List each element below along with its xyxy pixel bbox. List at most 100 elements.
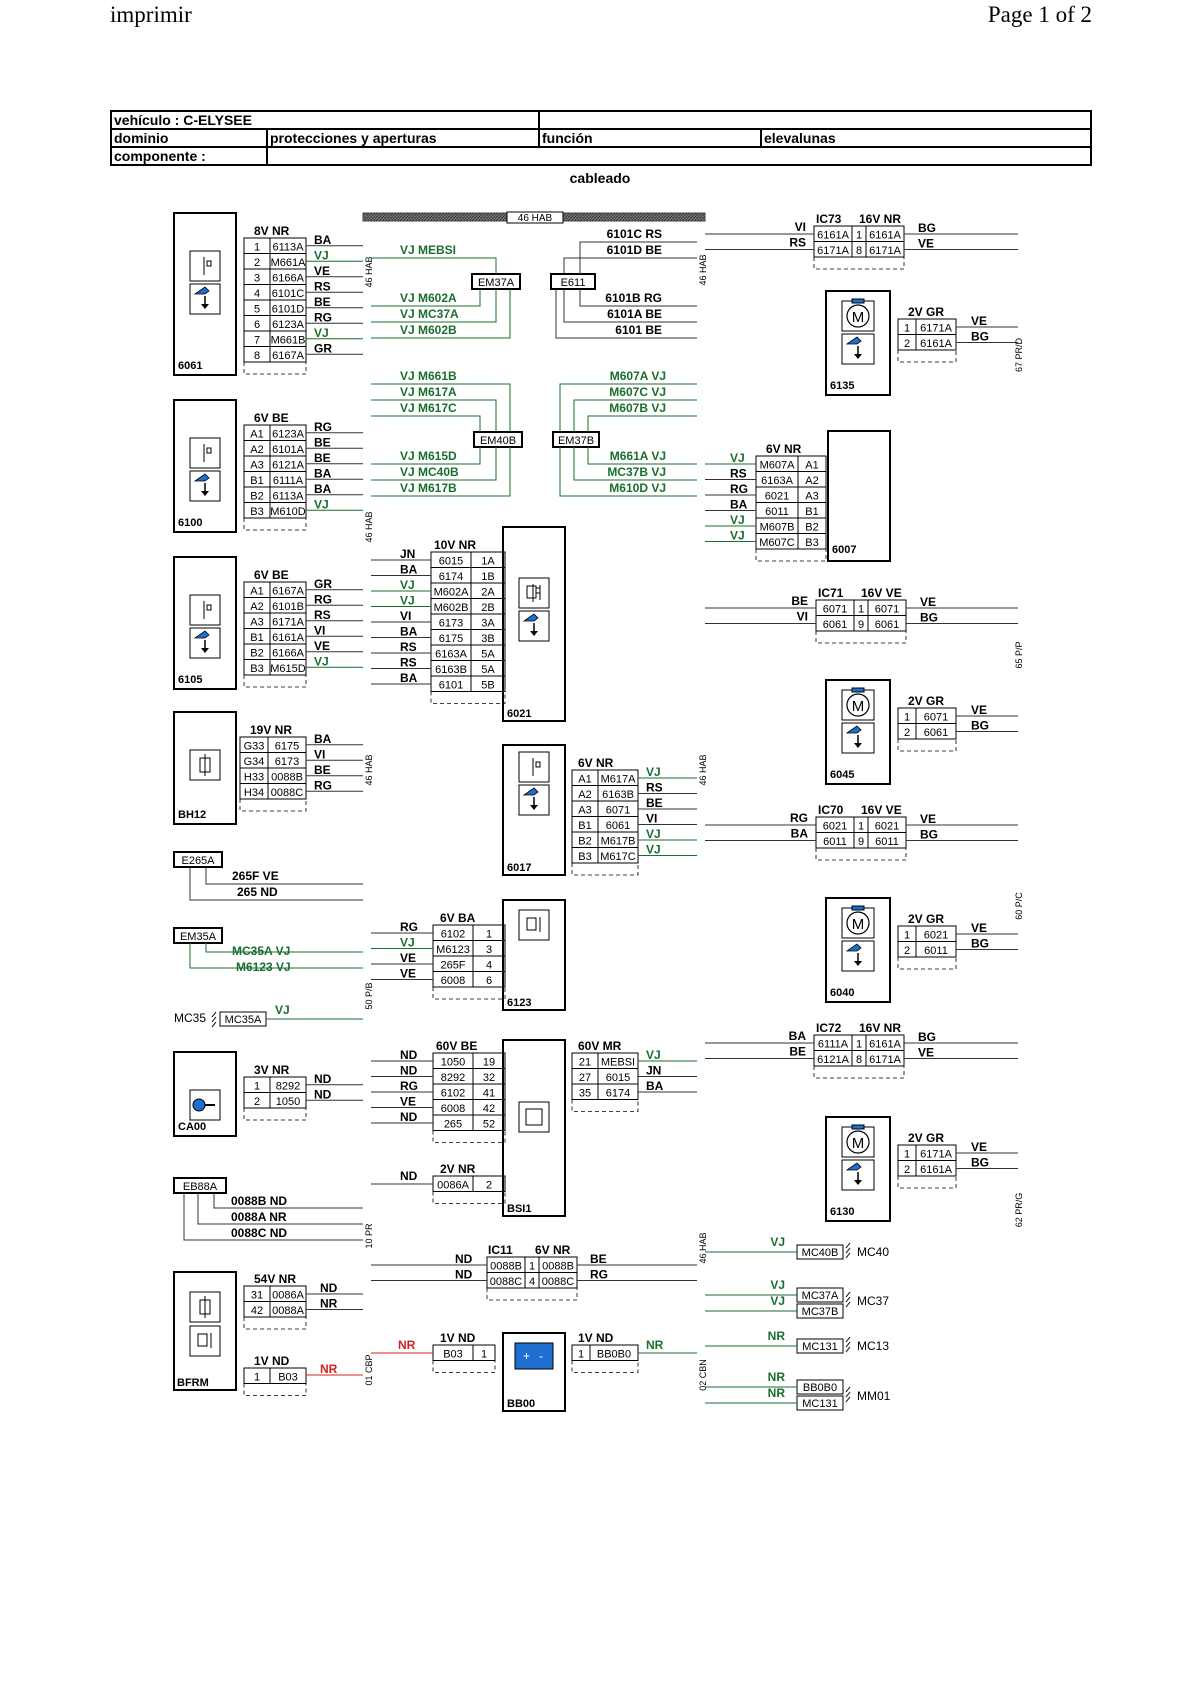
- pin-text: 8: [254, 350, 260, 362]
- battery-body: [514, 1342, 554, 1370]
- motor-circle: [846, 693, 870, 717]
- wire: [573, 447, 697, 481]
- connector-header: 16V NR: [859, 212, 901, 226]
- pin-text: 6166A: [272, 273, 304, 285]
- wire-color-label: RG: [730, 482, 748, 496]
- wire-color-label: RG: [790, 811, 808, 825]
- pin-text: 8: [856, 245, 862, 257]
- motor-circle: [846, 1130, 870, 1154]
- window-glass-icon: [522, 613, 539, 622]
- pin-text: 1: [254, 1372, 260, 1384]
- splice-label: E265A: [181, 855, 215, 867]
- wire: [213, 1193, 363, 1209]
- pin-text: 6163B: [602, 789, 634, 801]
- function-label: función: [538, 128, 762, 148]
- pin-text: 6071: [924, 712, 948, 724]
- wire-color-label: VE: [920, 595, 936, 609]
- wire-label: 265 ND: [237, 885, 278, 899]
- component-6123: [502, 899, 566, 1011]
- pin-text: B3: [250, 663, 263, 675]
- motor-circle: [846, 304, 870, 328]
- pin-text: 0086A: [272, 1290, 304, 1302]
- bus-label: 62 PR/G: [1014, 1193, 1024, 1228]
- bus-label: 65 P/P: [1014, 641, 1024, 668]
- pin-text: 1: [254, 1081, 260, 1093]
- wire-color-label: VI: [795, 220, 806, 234]
- bus-gap: [1016, 880, 1028, 940]
- pin-text: 4: [254, 288, 260, 300]
- connector-header: 16V NR: [859, 1021, 901, 1035]
- arrow-down-icon: [854, 743, 862, 748]
- window-glass-icon: [845, 943, 862, 952]
- battery-plus: +: [523, 1349, 530, 1363]
- ic-id: IC71: [818, 586, 844, 600]
- pin-text: 6173: [275, 756, 299, 768]
- wire-color-label: VI: [314, 747, 325, 761]
- pin-text: MEBSI: [601, 1057, 635, 1069]
- wire-color-label: GR: [314, 577, 332, 591]
- connector-header: 10V NR: [434, 538, 476, 552]
- component-value: [266, 146, 1092, 166]
- wire-color-label: BG: [971, 1156, 989, 1170]
- connector-dash: [432, 1360, 496, 1373]
- pin-text: 6021: [924, 930, 948, 942]
- component-6135: [825, 290, 891, 396]
- wire-color-label: ND: [320, 1281, 338, 1295]
- splice-label: EM37B: [558, 435, 594, 447]
- ground-hatch: [845, 1336, 851, 1353]
- switch-knob: [206, 260, 212, 267]
- bus-label: 10 PR: [364, 1223, 374, 1249]
- pin-text: 6061: [606, 820, 630, 832]
- pin-text: 6121A: [272, 460, 304, 472]
- pin-text: 0088C: [271, 787, 303, 799]
- wire-color-label: VE: [400, 951, 416, 965]
- pin-text: 6171A: [920, 323, 952, 335]
- pin-text: B03: [278, 1372, 298, 1384]
- wire-color-label: VE: [400, 1095, 416, 1109]
- pin-text: 1: [529, 1261, 535, 1273]
- component-BB00: [502, 1332, 566, 1412]
- pin-text: 0088C: [542, 1276, 574, 1288]
- pin-text: 1: [858, 821, 864, 833]
- wire-color-label: VJ: [770, 1235, 785, 1249]
- component-6007: [827, 430, 891, 562]
- connector-header: 6V NR: [578, 756, 614, 770]
- window-glass-icon: [845, 725, 862, 734]
- wire-color-label: RS: [314, 279, 331, 293]
- splice-label: E611: [561, 277, 586, 289]
- wire-color-label: NR: [320, 1297, 338, 1311]
- arrow-down-icon: [854, 354, 862, 359]
- wire-color-label: RS: [730, 467, 747, 481]
- connector-dash: [243, 1108, 307, 1121]
- bus-label: 50 P/B: [364, 982, 374, 1009]
- pin-text: M607B: [760, 522, 795, 534]
- connector-dash: [571, 1360, 639, 1373]
- motor-window: [841, 940, 875, 972]
- pin-text: 6021: [765, 491, 789, 503]
- pin-text: 21: [579, 1057, 591, 1069]
- pin-text: B2: [578, 836, 591, 848]
- component-id: 6100: [178, 517, 202, 529]
- wire: [371, 447, 497, 481]
- pin-text: 2: [254, 257, 260, 269]
- pin-text: B3: [250, 506, 263, 518]
- splice-label: EM35A: [180, 931, 217, 943]
- pin-text: 6011: [924, 945, 948, 957]
- splice-EB88A: [173, 1177, 227, 1194]
- pin-text: H33: [244, 772, 264, 784]
- component-6100: [173, 399, 237, 533]
- wire-color-label: RG: [400, 1079, 418, 1093]
- ic-id: IC73: [816, 212, 842, 226]
- component-id: 6007: [832, 544, 856, 556]
- pin-text: 1: [486, 929, 492, 941]
- pin-text: 2: [904, 727, 910, 739]
- pin-text: 3A: [481, 618, 495, 630]
- wire-color-label: RS: [646, 781, 663, 795]
- pin-text: 0088B: [542, 1261, 574, 1273]
- pin-text: 0088A: [272, 1305, 304, 1317]
- pin-text: 4: [529, 1276, 535, 1288]
- wiring-subtitle: cableado: [569, 170, 631, 186]
- pin-text: 6011: [823, 836, 847, 848]
- connector-header: 16V VE: [861, 586, 902, 600]
- pin-text: BB0B0: [597, 1349, 631, 1361]
